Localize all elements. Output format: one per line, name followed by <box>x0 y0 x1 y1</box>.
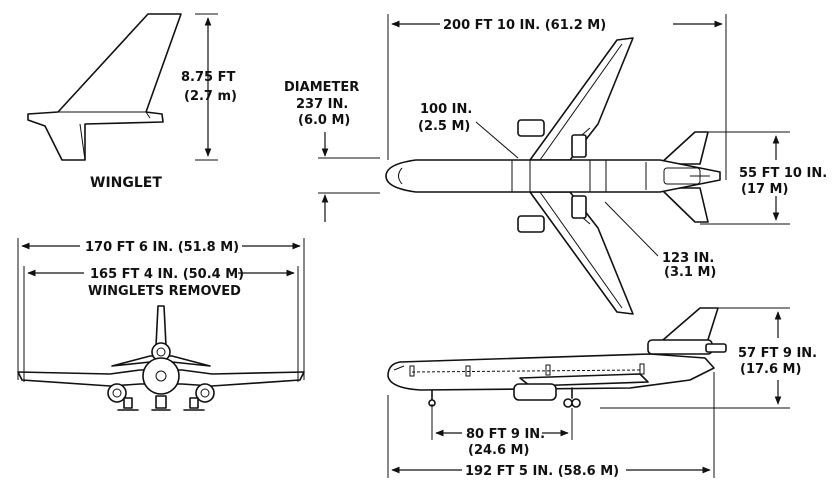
diameter-in: 237 IN. <box>296 97 348 112</box>
gear-track-in: 123 IN. <box>662 251 714 266</box>
top-view-length: 200 FT 10 IN. (61.2 M) <box>443 18 606 33</box>
span-100-in: 100 IN. <box>420 102 472 117</box>
top-view-aircraft <box>385 37 721 315</box>
span-with-winglets: 170 FT 6 IN. (51.8 M) <box>85 240 239 255</box>
side-view-length: 192 FT 5 IN. (58.6 M) <box>465 464 619 479</box>
tail-span-m: (17 M) <box>741 182 788 197</box>
winglet-height-ft: 8.75 FT <box>181 70 235 85</box>
span-100-m: (2.5 M) <box>418 119 470 134</box>
front-view-aircraft <box>17 305 305 411</box>
diameter-label: DIAMETER <box>284 80 359 95</box>
diameter-m: (6.0 M) <box>298 113 350 128</box>
winglet-height-m: (2.7 m) <box>184 89 237 104</box>
side-height-m: (17.6 M) <box>740 362 801 377</box>
gear-track-leader <box>604 201 659 257</box>
tail-span-dimension <box>700 131 790 225</box>
wheelbase-ft: 80 FT 9 IN. <box>466 427 545 442</box>
side-view-length-dimension <box>387 372 715 478</box>
front-view-span-dimensions <box>17 238 305 380</box>
side-height-ft: 57 FT 9 IN. <box>738 346 817 361</box>
span-without-winglets: 165 FT 4 IN. (50.4 M) <box>90 267 244 282</box>
span-100-leader <box>475 121 519 159</box>
side-view-aircraft <box>387 307 727 408</box>
wheelbase-m: (24.6 M) <box>468 443 529 458</box>
side-view-height-dimension <box>600 307 790 409</box>
top-view-length-dimension <box>387 14 727 180</box>
winglets-removed-label: WINGLETS REMOVED <box>88 284 241 299</box>
tail-span-ft: 55 FT 10 IN. <box>739 166 827 181</box>
winglet-height-dimension <box>195 13 218 161</box>
winglet-label: WINGLET <box>90 175 162 191</box>
gear-track-m: (3.1 M) <box>664 265 716 280</box>
wheelbase-dimension <box>431 404 573 440</box>
diameter-dimension <box>318 132 380 222</box>
winglet-drawing <box>27 13 182 161</box>
